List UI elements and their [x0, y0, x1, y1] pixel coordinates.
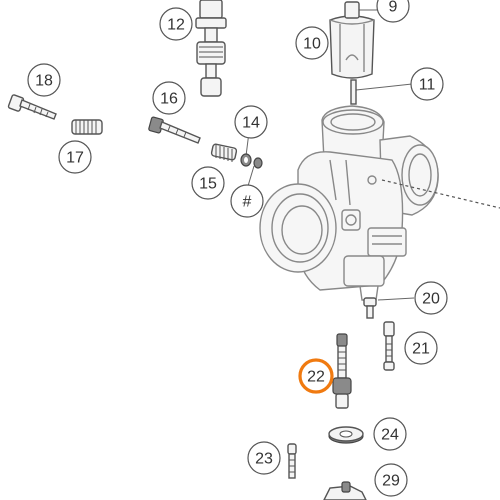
callout-24: 24	[373, 417, 407, 451]
callout-18: 18	[27, 63, 61, 97]
callout-circle	[373, 417, 407, 451]
callout-17: 17	[58, 140, 92, 174]
callout-label: 20	[422, 291, 440, 308]
callout-label: 29	[382, 473, 400, 490]
callout-12: 12	[159, 7, 193, 41]
callout-circle	[58, 140, 92, 174]
part-14-o-ring	[240, 153, 263, 169]
callout-label: 9	[389, 0, 398, 16]
callout-circle	[27, 63, 61, 97]
callout-label: 12	[167, 17, 185, 34]
callout-circle	[152, 81, 186, 115]
callout-21: 21	[404, 331, 438, 365]
part-11-needle	[350, 79, 357, 105]
callout-circle	[295, 26, 329, 60]
callout-29: 29	[374, 463, 408, 497]
part-21-needle-jet	[383, 321, 395, 371]
callout-label: 22	[307, 369, 325, 386]
callout-circle	[374, 463, 408, 497]
callout-circle	[159, 7, 193, 41]
callout-11: 11	[410, 67, 444, 101]
callout-9: 9	[376, 0, 410, 23]
part-10-slide	[329, 1, 375, 79]
part-24-washer	[328, 426, 364, 444]
callout-circle	[404, 331, 438, 365]
part-15-spring	[210, 143, 238, 162]
callout-hash: #	[230, 184, 264, 218]
callout-10: 10	[295, 26, 329, 60]
callout-20: 20	[414, 281, 448, 315]
callout-circle	[414, 281, 448, 315]
callout-circle	[376, 0, 410, 23]
callout-circle	[234, 105, 268, 139]
callout-label: 15	[199, 176, 217, 193]
part-18-screw	[7, 94, 57, 120]
part-29-jet	[323, 481, 367, 500]
callout-23: 23	[247, 441, 281, 475]
callout-circle	[247, 441, 281, 475]
callout-label: 21	[412, 341, 430, 358]
callout-14: 14	[234, 105, 268, 139]
callout-circle	[298, 358, 334, 394]
part-22-main-jet	[332, 333, 352, 409]
callout-label: 10	[303, 36, 321, 53]
callout-label: 17	[66, 150, 84, 167]
callout-label: 23	[255, 451, 273, 468]
callout-label: 11	[419, 77, 436, 94]
callout-label: 16	[160, 91, 178, 108]
callout-16: 16	[152, 81, 186, 115]
callout-circle	[191, 166, 225, 200]
part-20-pilot-jet	[363, 297, 377, 319]
callout-label: 24	[381, 427, 399, 444]
part-23-small-screw	[287, 443, 297, 479]
callout-22: 22	[298, 358, 334, 394]
part-16-idle-screw	[148, 116, 201, 144]
part-17-spring	[71, 119, 103, 135]
callouts: 9 10 11 12 14 15 16 17 18 #20 21 22 23 24 29	[27, 0, 448, 497]
callout-label: #	[243, 194, 252, 211]
callout-circle	[230, 184, 264, 218]
carburetor-body	[259, 105, 500, 301]
part-12-jet-assembly	[195, 0, 227, 97]
callout-15: 15	[191, 166, 225, 200]
callout-circle	[410, 67, 444, 101]
callout-label: 18	[35, 73, 53, 90]
callout-label: 14	[242, 115, 260, 132]
